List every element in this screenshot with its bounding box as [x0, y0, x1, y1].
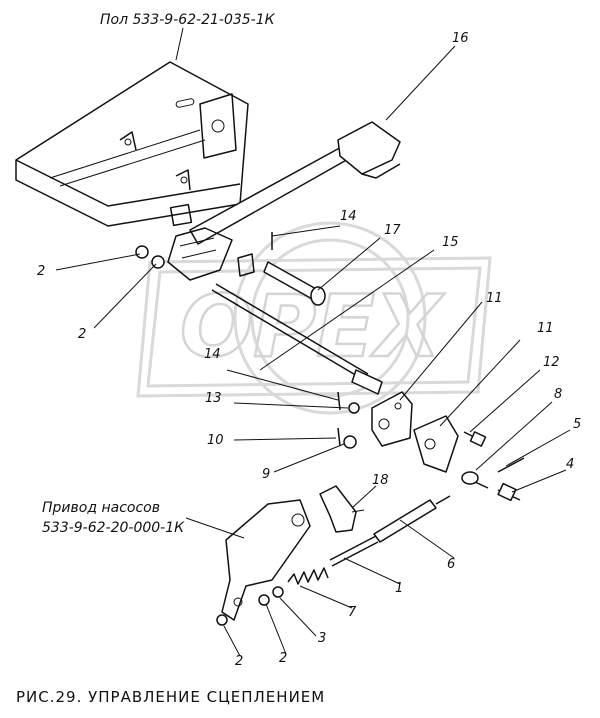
floor-panel [15, 61, 249, 227]
nut-9 [343, 435, 357, 449]
bolt-4 [497, 482, 521, 502]
cotter-10 [337, 427, 341, 447]
pump-drive-lever [221, 499, 311, 621]
callout-6: 6 [447, 557, 455, 572]
washer-3 [272, 586, 284, 598]
spring-7 [287, 567, 329, 585]
callout-3: 3 [318, 631, 326, 646]
callout-14-upper: 14 [340, 209, 357, 224]
pump-drive-code: 533-9-62-20-000-1К [42, 520, 185, 536]
callout-2-bottom: 2 [279, 651, 287, 666]
callout-1: 1 [395, 581, 403, 596]
callouts: 16 14 17 15 11 11 12 8 5 4 2 2 14 13 10 … [37, 31, 581, 669]
callout-2-bottom-left: 2 [235, 654, 243, 669]
leader-lines [55, 27, 571, 657]
nut-2-bottom [258, 594, 270, 606]
callout-15: 15 [442, 235, 459, 250]
callout-13: 13 [205, 391, 222, 406]
bracket-18 [319, 485, 365, 533]
callout-5: 5 [573, 417, 581, 432]
callout-8: 8 [554, 387, 562, 402]
callout-4: 4 [566, 457, 574, 472]
callout-14-lower: 14 [204, 347, 221, 362]
figure-caption: РИС.29. УПРАВЛЕНИЕ СЦЕПЛЕНИЕМ [16, 688, 325, 706]
pin-17 [263, 261, 326, 306]
cotter-5 [497, 457, 525, 473]
callout-2-upper: 2 [37, 264, 45, 279]
nut-2-bottom-left [216, 614, 228, 626]
callout-11-upper: 11 [486, 291, 503, 306]
callout-16: 16 [452, 31, 469, 46]
callout-18: 18 [372, 473, 389, 488]
pull-rod-6 [329, 495, 451, 567]
floor-label: Пол 533-9-62-21-035-1К [100, 12, 276, 28]
callout-17: 17 [384, 223, 401, 238]
nut-2-upper [135, 245, 149, 259]
callout-12: 12 [543, 355, 560, 370]
rod-15 [211, 283, 383, 395]
cotter-14-lower [337, 391, 341, 411]
callout-2-middle: 2 [78, 327, 86, 342]
bracket-11-front [371, 391, 413, 447]
bracket-11-rear [413, 415, 459, 473]
washer-13 [348, 402, 360, 414]
pin-8 [461, 471, 489, 489]
pump-drive-label: Привод насосов [42, 500, 160, 516]
callout-9: 9 [262, 467, 270, 482]
callout-10: 10 [207, 433, 224, 448]
callout-11-lower: 11 [537, 321, 554, 336]
callout-7: 7 [348, 605, 357, 620]
bolt-12 [463, 431, 487, 447]
watermark-logo: OPEX [136, 221, 492, 415]
pedal-assembly [167, 121, 401, 281]
